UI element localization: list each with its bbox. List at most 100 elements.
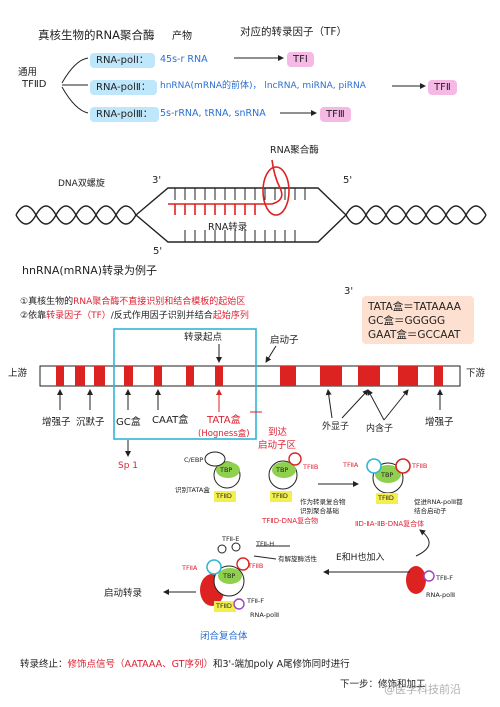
transcription-start-label: 转录起点 (184, 332, 223, 343)
tf2e-label: TFⅡ-E (222, 535, 240, 543)
pol1-label: RNA-polⅠ： (90, 53, 155, 68)
tata-box-def: TATA盒＝TATAAAA (368, 301, 461, 313)
tbp-label-4: TBP (223, 572, 236, 580)
products-column-header: 产物 (172, 31, 192, 42)
pol3-label: RNA-polⅢ： (90, 107, 159, 122)
tf2a-label-2: TFⅡA (182, 564, 198, 572)
gene-strand (39, 365, 461, 387)
promoter-label: 启动子 (270, 335, 299, 346)
helicase-label: 有解旋酶活性 (278, 555, 317, 563)
silencer-label: 沉默子 (76, 417, 105, 428)
pol2-bottom-label: RNA-polⅡ (250, 611, 280, 619)
tf-arrows (234, 55, 426, 116)
point-1-prefix: ①真核生物的 (20, 297, 74, 307)
point-2-prefix: ②依靠 (20, 311, 47, 321)
dna-double-helix-label: DNA双螺旋 (58, 179, 105, 189)
pol3-products: 5s-rRNA, tRNA, snRNA (160, 108, 266, 119)
rna-transcription-label: RNA转录 (208, 222, 248, 233)
tbp-label-2: TBP (276, 466, 289, 474)
pol2-products: hnRNA(mRNA的前体)， lncRNA, miRNA, piRNA (160, 81, 366, 91)
pol2-note-line-1: 促进RNA-polⅡ都 (414, 498, 463, 506)
gaat-box-def: GAAT盒＝GCCAAT (368, 329, 461, 342)
assembly-stage-3 (366, 458, 411, 504)
end-3-left: 3' (152, 175, 162, 186)
general-tf2d: TFⅡD (22, 79, 47, 90)
downstream-label: 下游 (466, 368, 486, 379)
tbp-label-1: TBP (220, 466, 233, 474)
termination-prefix: 转录终止： (20, 659, 68, 670)
termination-suffix: 和3'-端加poly A尾修饰同时进行 (212, 659, 350, 670)
cebp-label: C/EBP (184, 456, 204, 464)
gc-box-def: GC盒＝GGGGG (368, 315, 446, 328)
dna-helix (15, 187, 487, 243)
watermark-label: @医学科技前沿 (384, 683, 461, 696)
point-1: ①真核生物的RNA聚合酶不直接识别和结合模板的起始区 (20, 298, 245, 307)
end-5-bottom: 5' (153, 246, 163, 257)
rna-polymerase-ellipse (262, 166, 290, 216)
point-2: ②依靠转录因子（TF）/反式作用因子识别并结合起始序列 (20, 312, 249, 321)
tf2d-label-2: TFⅡD (272, 492, 288, 500)
tbp-label-3: TBP (381, 471, 394, 479)
pol2-right (406, 566, 435, 594)
branch-lines (61, 57, 89, 114)
dab-complex-label: ⅡD-ⅡA-ⅡB-DNA复合体 (355, 520, 425, 528)
termination-line: 转录终止：修饰点信号（AATAAA、GT序列）和3'-端加poly A尾修饰同时… (20, 660, 350, 670)
tf1-label: TFⅠ (287, 52, 314, 67)
tf2d-label-3: TFⅡD (378, 494, 394, 502)
bridge-note-line-1: 作为转录复合物 (300, 498, 346, 506)
point-1-highlight: RNA聚合酶不直接识别和结合模板的起始区 (73, 297, 246, 307)
tf2f-bottom-label: TFⅡ-F (247, 597, 264, 605)
pol2-label: RNA-polⅡ： (90, 80, 157, 95)
base-pair-ticks (174, 188, 306, 242)
box-definitions-note: TATA盒＝TATAAAA GC盒＝GGGGG GAAT盒＝GCCAAT (362, 296, 474, 344)
next-step-label: 下一步：修饰和加工 (340, 679, 426, 690)
upstream-label: 上游 (8, 368, 28, 379)
pol1-products: 45s-r RNA (160, 54, 208, 65)
start-transcription-label: 启动转录 (104, 588, 143, 599)
tf2-label: TFⅡ (428, 80, 457, 95)
tf2h-label: TFⅡ-H (256, 540, 275, 548)
rna-polymerase-label: RNA聚合酶 (270, 145, 319, 156)
recognize-tata-label: 识别TATA盒 (175, 486, 210, 494)
tf2b-label-2: TFⅡB (412, 462, 428, 470)
general-label: 通用 (18, 67, 38, 78)
closed-complex-label: 闭合复合体 (200, 631, 248, 642)
exon-label: 外显子 (322, 422, 350, 432)
sp1-label: Sp 1 (118, 461, 139, 471)
tf2b-label-3: TFⅡB (248, 562, 264, 570)
end-5-right: 5' (343, 175, 353, 186)
tf2d-label-1: TFⅡD (216, 492, 232, 500)
section2-title: hnRNA(mRNA)转录为例子 (22, 264, 158, 277)
enhancer-left-label: 增强子 (42, 417, 71, 428)
assembly-stage-2 (268, 452, 302, 502)
tf-column-header: 对应的转录因子（TF） (240, 26, 347, 38)
gene-elements (56, 366, 443, 386)
reach-promoter-line-2: 启动子区 (258, 440, 297, 451)
point-2-middle: /反式作用因子识别并结合 (110, 311, 213, 321)
point-2-highlight-2: 起始序列 (212, 311, 249, 321)
enhancer-right-label: 增强子 (425, 417, 454, 428)
termination-signal: 修饰点信号（AATAAA、GT序列） (67, 659, 213, 670)
assembly-stage-1 (204, 451, 241, 502)
rna-strand (168, 159, 283, 215)
d-complex-label: TFⅡD-DNA复合物 (262, 517, 319, 525)
main-title: 真核生物的RNA聚合酶 (38, 28, 155, 42)
gc-box-label: GC盒 (116, 417, 141, 428)
tata-box-label: TATA盒 (207, 415, 241, 426)
hogness-box-label: (Hogness盒) (198, 429, 250, 439)
caat-box-label: CAAT盒 (152, 415, 189, 426)
bridge-note-line-2: 识别聚合基础 (300, 507, 339, 515)
tf3-label: TFⅢ (320, 107, 351, 122)
reach-promoter-line-1: 到达 (268, 427, 288, 438)
section2-prime-3: 3' (344, 286, 354, 297)
tf2a-label-1: TFⅡA (343, 461, 359, 469)
promoter-highlight (113, 328, 257, 440)
tf2f-right-label: TFⅡ-F (436, 574, 453, 582)
point-2-highlight-1: 转录因子（TF） (46, 311, 111, 321)
tf2b-label-1: TFⅡB (303, 463, 319, 471)
pol2-right-label: RNA-polⅡ (426, 591, 456, 599)
pol2-note-line-2: 结合启动子 (414, 507, 447, 515)
add-e-h-label: E和H也加入 (336, 553, 385, 563)
closed-complex (200, 542, 250, 612)
